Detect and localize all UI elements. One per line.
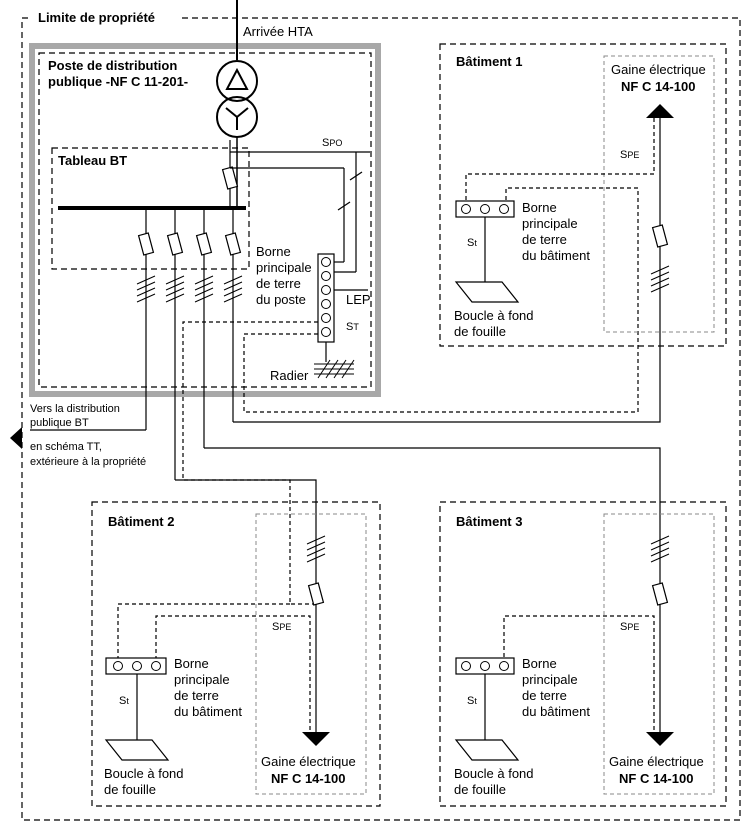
public-lv-arrow xyxy=(10,427,22,449)
substation-earth-label-1: Borne xyxy=(256,244,291,259)
building-3-earth-label-3: de terre xyxy=(522,688,567,703)
substation-earth-label-3: de terre xyxy=(256,276,301,291)
substation-title-2: publique -NF C 11-201- xyxy=(48,74,188,89)
substation-earth-label-2: principale xyxy=(256,260,312,275)
building-1-column-arrow xyxy=(646,104,674,118)
lep-label: LEP xyxy=(346,292,371,307)
building-1-st-label: St xyxy=(467,237,477,249)
building-1-box xyxy=(439,43,727,347)
building-2-title: Bâtiment 2 xyxy=(108,514,174,529)
hta-arrival-label: Arrivée HTA xyxy=(243,24,313,39)
feeder-1 xyxy=(136,208,156,430)
building-2-loop-symbol xyxy=(104,739,170,761)
feeder-2 xyxy=(165,208,185,480)
feeder-4 xyxy=(223,208,243,422)
building-2-earth-label-2: principale xyxy=(174,672,230,687)
building-3-spe-label: SPE xyxy=(620,621,639,633)
building-1-shaft-label-2: NF C 14-100 xyxy=(621,79,695,94)
substation-inner-border xyxy=(38,52,372,388)
building-3-loop-label-2: de fouille xyxy=(454,782,506,797)
building-1-earth-label-3: de terre xyxy=(522,232,567,247)
property-limit-label: Limite de propriété xyxy=(38,10,155,25)
building-2-st-label: St xyxy=(119,695,129,707)
building-3-column-arrow xyxy=(646,732,674,746)
building-2-box xyxy=(91,501,381,807)
building-3-shaft-label-2: NF C 14-100 xyxy=(619,771,693,786)
feeder-3 xyxy=(194,208,214,448)
radier-label: Radier xyxy=(270,368,309,383)
building-2-earth-label-4: du bâtiment xyxy=(174,704,242,719)
building-2-spe-label: SPE xyxy=(272,621,291,633)
building-2-column-arrow xyxy=(302,732,330,746)
pe-link-building-2 xyxy=(182,321,318,605)
building-2-loop-label-1: Boucle à fond xyxy=(104,766,184,781)
main-fuse xyxy=(221,166,239,190)
building-3-earth-label-4: du bâtiment xyxy=(522,704,590,719)
lv-board-box xyxy=(51,147,250,270)
building-2-shaft-label-1: Gaine électrique xyxy=(261,754,356,769)
building-3-shaft xyxy=(603,513,715,795)
building-3-loop-symbol xyxy=(454,739,520,761)
public-lv-label-4: extérieure à la propriété xyxy=(30,456,146,468)
substation-earth-terminal xyxy=(317,253,335,343)
building-3-earth-label-2: principale xyxy=(522,672,578,687)
building-2-earth-terminal xyxy=(105,657,167,675)
radier-symbol xyxy=(314,359,355,379)
pe-link-building-1 xyxy=(243,187,639,413)
public-lv-label-1: Vers la distribution xyxy=(30,403,120,415)
building-1-earth-label-2: principale xyxy=(522,216,578,231)
building-1-shaft-label-1: Gaine électrique xyxy=(611,62,706,77)
public-lv-label-3: en schéma TT, xyxy=(30,441,102,453)
building-1-loop-label-2: de fouille xyxy=(454,324,506,339)
substation-earth-label-4: du poste xyxy=(256,292,306,307)
substation-box xyxy=(29,43,381,397)
public-lv-label-2: publique BT xyxy=(30,417,89,429)
transformer-primary xyxy=(216,60,258,102)
building-3-loop-label-1: Boucle à fond xyxy=(454,766,534,781)
building-1-loop-symbol xyxy=(454,281,520,303)
building-2-shaft xyxy=(255,513,367,795)
building-3-earth-label-1: Borne xyxy=(522,656,557,671)
building-1-shaft xyxy=(603,55,715,333)
building-2-shaft-label-2: NF C 14-100 xyxy=(271,771,345,786)
building-3-box xyxy=(439,501,727,807)
building-1-earth-label-4: du bâtiment xyxy=(522,248,590,263)
building-1-title: Bâtiment 1 xyxy=(456,54,522,69)
building-3-st-label: St xyxy=(467,695,477,707)
building-2-loop-label-2: de fouille xyxy=(104,782,156,797)
building-3-title: Bâtiment 3 xyxy=(456,514,522,529)
building-2-earth-label-3: de terre xyxy=(174,688,219,703)
building-2-earth-label-1: Borne xyxy=(174,656,209,671)
spo-label: SPO xyxy=(322,137,342,149)
building-3-earth-terminal xyxy=(455,657,515,675)
building-1-earth-terminal xyxy=(455,200,515,218)
building-1-spe-label: SPE xyxy=(620,149,639,161)
building-3-shaft-label-1: Gaine électrique xyxy=(609,754,704,769)
substation-st-label: ST xyxy=(346,321,359,333)
building-1-loop-label-1: Boucle à fond xyxy=(454,308,534,323)
building-1-earth-label-1: Borne xyxy=(522,200,557,215)
substation-title-1: Poste de distribution xyxy=(48,58,177,73)
lv-board-label: Tableau BT xyxy=(58,153,127,168)
